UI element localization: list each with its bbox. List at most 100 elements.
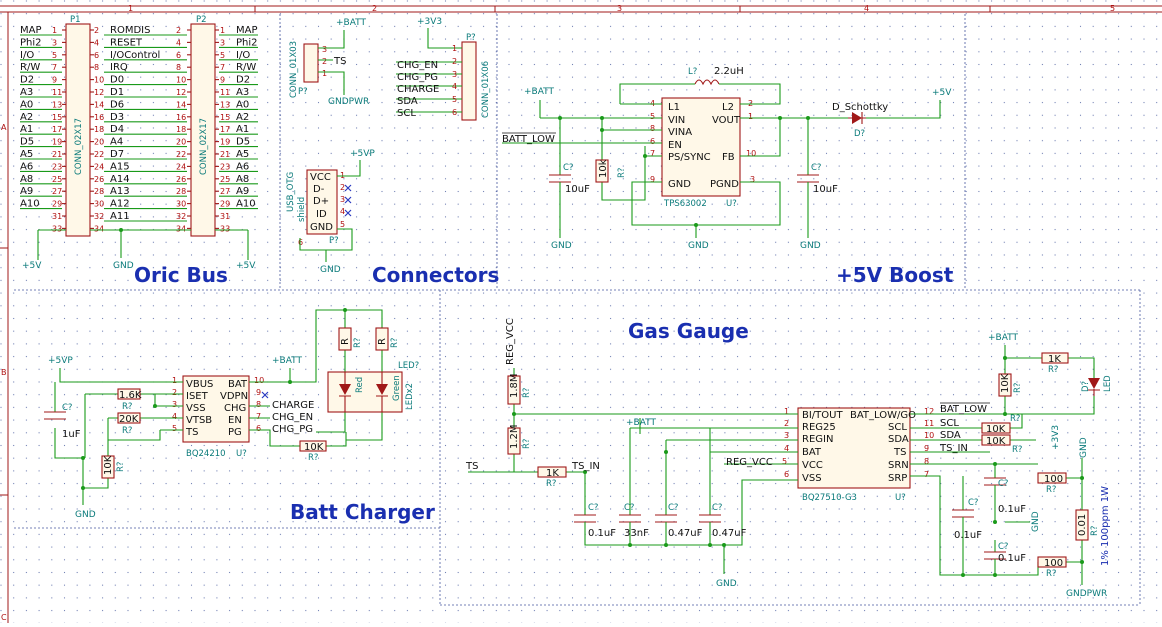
- tps-num-5: 5: [650, 112, 655, 121]
- oric-right-label-10: A5: [236, 149, 249, 160]
- boost-gnd-1: GND: [551, 241, 572, 251]
- j1-name: CONN_01X03: [289, 41, 299, 98]
- oric-mid-label-12: A14: [110, 174, 130, 185]
- p2-left-pin-4: 10: [176, 76, 186, 85]
- oric-mid-label-13: A13: [110, 186, 130, 197]
- p2-right-pin-14: 29: [220, 200, 230, 209]
- section-title-boost: +5V Boost: [836, 263, 954, 287]
- bq-pin-bat: BAT: [802, 447, 822, 458]
- gauge-r-pull-sda-val: 10K: [986, 436, 1006, 447]
- oric-mid-label-11: A15: [110, 161, 130, 172]
- charger-led-r1-ref: R?: [353, 338, 363, 348]
- p1-left-pin-13: 27: [52, 187, 62, 196]
- p2-right-pin-16: 33: [220, 224, 230, 233]
- j2-pin-4: 4: [452, 82, 457, 91]
- p2-right-pin-7: 15: [220, 113, 230, 122]
- frame-col-5: 5: [1110, 4, 1115, 13]
- tps-num-8: 8: [650, 124, 655, 133]
- section-title-charger: Batt Charger: [290, 500, 435, 524]
- charger-c-val: 1uF: [62, 429, 81, 440]
- oric-mid-label-10: D7: [110, 149, 124, 160]
- p1-right-pin-14: 30: [94, 200, 104, 209]
- p1-right-pin-9: 20: [94, 138, 104, 147]
- oric-mid-label-3: IRQ: [110, 62, 128, 73]
- bq24210-n8: 8: [256, 400, 261, 409]
- gauge-led-name: LED: [1103, 375, 1113, 392]
- gauge-r-srn-ref: R?: [1046, 485, 1056, 495]
- boost-gnd-3: GND: [800, 241, 821, 251]
- bq24210-n5: 5: [172, 424, 177, 433]
- charger-r-iset: [117, 388, 141, 400]
- j2-pin-2: 2: [452, 57, 457, 66]
- tps-num-1: 1: [748, 112, 753, 121]
- p2-right-pin-0: 1: [220, 26, 225, 35]
- oric-left-label-8: A1: [20, 124, 33, 135]
- bq-n2: 2: [784, 419, 789, 428]
- bq-pin-srp: SRP: [888, 473, 907, 484]
- p1-left-pin-15: 31: [52, 212, 62, 221]
- gauge-c2-ref: C?: [624, 503, 634, 513]
- p2-right-pin-5: 11: [220, 88, 230, 97]
- p1-right-pin-15: 32: [94, 212, 104, 221]
- tps-num-9: 9: [650, 175, 655, 184]
- diode-ref: D?: [854, 129, 865, 139]
- led-red: Red: [355, 377, 365, 393]
- p2-left-pin-11: 24: [176, 162, 186, 171]
- gauge-r-srp-ref: R?: [1046, 569, 1056, 579]
- section-title-oric-bus: Oric Bus: [134, 263, 228, 287]
- gauge-r-srn-val: 100: [1044, 474, 1063, 485]
- gauge-r-sense-note: 1% 100ppm 1W: [1100, 486, 1111, 566]
- oric-left-label-13: A9: [20, 186, 33, 197]
- gauge-r-pull-sda: [981, 434, 1011, 446]
- charger-batt: +BATT: [272, 356, 303, 366]
- p1-left-pin-1: 3: [52, 38, 57, 47]
- tps-num-6: 6: [650, 137, 655, 146]
- p2-left-pin-5: 12: [176, 88, 186, 97]
- inductor-symbol: [694, 79, 720, 86]
- boost-r-10k: [595, 159, 609, 183]
- usb-pin-dm: D-: [313, 184, 325, 195]
- bq-pin-vss: VSS: [802, 473, 822, 484]
- p1-left-pin-7: 15: [52, 113, 62, 122]
- p2-right-pin-12: 25: [220, 175, 230, 184]
- gauge-r-pull-sda-ref: R?: [1012, 445, 1022, 455]
- gauge-r-led: [1041, 352, 1069, 364]
- charger-r-vtsb-ref: R?: [122, 426, 132, 436]
- gauge-batt: +BATT: [626, 418, 657, 428]
- charger-r-pg: [299, 440, 327, 452]
- oric-mid-label-1: RESET: [110, 37, 143, 48]
- p2-left-pin-9: 20: [176, 138, 186, 147]
- p2-right-pin-2: 5: [220, 51, 225, 60]
- p1-right-pin-12: 26: [94, 175, 104, 184]
- boost-gnd-2: GND: [688, 241, 709, 251]
- bq-n10: 10: [924, 431, 934, 440]
- p1-right-pin-16: 34: [94, 224, 104, 233]
- gauge-r-bot-ref: R?: [522, 439, 532, 449]
- bq24210-vtsb: VTSB: [186, 415, 212, 426]
- oric-right-label-6: A0: [236, 99, 249, 110]
- j1-batt: +BATT: [336, 18, 367, 28]
- p1-right-pin-4: 10: [94, 76, 104, 85]
- charger-r-vtsb: [117, 412, 141, 424]
- p1-right-pin-13: 28: [94, 187, 104, 196]
- boost-r-ref: R?: [617, 168, 627, 178]
- oric-right-label-12: A8: [236, 174, 249, 185]
- usb-name: USB_OTG: [286, 172, 296, 212]
- oric-left-label-4: D2: [20, 75, 34, 86]
- gauge-r-sense-val: 0.01: [1077, 514, 1088, 536]
- sheet-frame: 1 2 3 4 5 A B C: [0, 4, 1162, 623]
- bq-n3: 3: [784, 431, 789, 440]
- p2-right-pin-11: 23: [220, 162, 230, 171]
- j2-3v3: +3V3: [417, 17, 442, 27]
- usb-num-5: 5: [340, 220, 345, 229]
- gauge-csrp-val: 0.1uF: [998, 553, 1026, 564]
- gauge-out-scl: SCL: [940, 418, 959, 429]
- p1-right-pin-5: 12: [94, 88, 104, 97]
- p2-left-pin-0: 2: [176, 26, 181, 35]
- p2-right-pin-4: 9: [220, 76, 225, 85]
- bq24210-n1: 1: [172, 376, 177, 385]
- j2-label-scl: SCL: [397, 108, 416, 119]
- tps63002-body: [661, 97, 741, 197]
- boost-r-val: 10k: [598, 159, 609, 178]
